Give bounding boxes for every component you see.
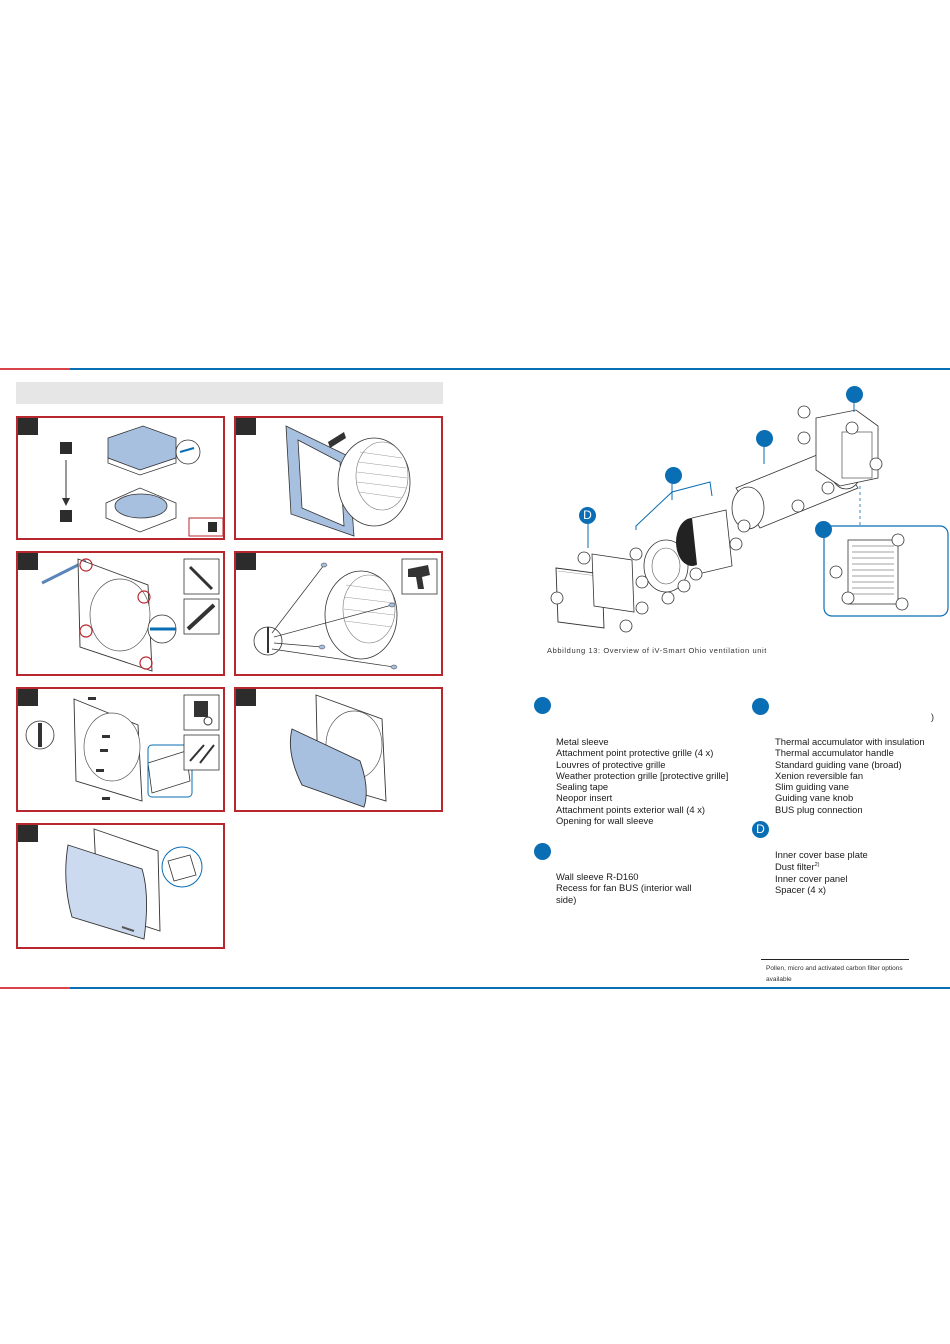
legend-marker-b — [534, 843, 551, 860]
footnote-rule — [761, 959, 909, 960]
step-3-illustration — [41, 558, 220, 672]
list-item: Thermal accumulator handle — [775, 747, 894, 759]
step-panel-3 — [16, 551, 225, 676]
callout-marker-a — [846, 386, 863, 403]
list-item: Attachment point protective grille (4 x) — [556, 747, 714, 759]
list-item: Slim guiding vane — [775, 781, 850, 793]
list-item: Inner cover panel — [775, 872, 848, 884]
step-5-illustration — [25, 694, 220, 802]
step-number-tag — [18, 553, 38, 570]
list-item: Neopor insert — [556, 792, 613, 804]
callout-marker-b — [756, 430, 773, 447]
list-item: Attachment points exterior wall (4 x) — [556, 803, 706, 815]
step-panel-1 — [16, 416, 225, 540]
step-number-tag — [18, 689, 38, 706]
legend-marker-d: D — [752, 821, 769, 838]
top-rule-red — [0, 368, 70, 370]
step-7-illustration — [65, 828, 203, 940]
list-item: Sealing tape — [556, 781, 609, 793]
step-panel-7 — [16, 823, 225, 949]
step-panel-4 — [234, 551, 443, 676]
exploded-view-diagram — [550, 403, 949, 633]
callout-marker-e — [815, 521, 832, 538]
list-item: BUS plug connection — [775, 803, 863, 815]
legend-list-d: Inner cover base plate Dust filter2) Inn… — [775, 849, 868, 895]
list-item: side) — [556, 893, 577, 905]
list-item: Metal sleeve — [556, 736, 609, 747]
list-item: Spacer (4 x) — [775, 884, 827, 896]
footnote-ref: 2) — [814, 862, 820, 869]
bottom-rule-red — [0, 987, 70, 989]
step-panel-5 — [16, 687, 225, 812]
list-item: Inner cover base plate — [775, 849, 868, 860]
list-item: Opening for wall sleeve — [556, 815, 654, 827]
step-4-illustration — [253, 558, 438, 670]
legend-list-a: Metal sleeve Attachment point protective… — [556, 736, 728, 826]
step-number-tag — [236, 553, 256, 570]
callout-marker-c — [665, 467, 682, 484]
legend-list-b: Wall sleeve R-D160 Recess for fan BUS (i… — [556, 871, 691, 905]
step-2-illustration — [285, 425, 411, 537]
list-item: Recess for fan BUS (interior wall — [556, 882, 692, 894]
step-number-tag — [18, 418, 38, 435]
step-6-illustration — [289, 694, 387, 808]
list-item-text: Dust filter — [775, 861, 815, 873]
footnote-line-1: Pollen, micro and activated carbon filte… — [766, 965, 903, 972]
list-item: Weather protection grille [protective gr… — [556, 769, 729, 781]
footnote-line-2: available — [766, 976, 792, 983]
section-heading-bar — [16, 382, 443, 404]
figure-caption: Abbildung 13: Overview of iV-Smart Ohio … — [547, 646, 767, 655]
stray-bracket-mark: ) — [931, 712, 934, 722]
step-panel-6 — [234, 687, 443, 812]
list-item-dust-filter: Dust filter2) — [775, 860, 868, 872]
legend-marker-a — [534, 697, 551, 714]
list-item: Thermal accumulator with insulation — [775, 736, 925, 747]
step-number-tag — [18, 825, 38, 842]
list-item: Guiding vane knob — [775, 792, 854, 804]
list-item: Wall sleeve R-D160 — [556, 871, 639, 882]
step-panel-2 — [234, 416, 443, 540]
callout-marker-d: D — [579, 507, 596, 524]
bottom-rule-blue — [70, 987, 950, 989]
list-item: Louvres of protective grille — [556, 758, 666, 770]
legend-marker-c — [752, 698, 769, 715]
step-number-tag — [236, 689, 256, 706]
list-item: Xenion reversible fan — [775, 769, 864, 781]
top-rule-blue — [70, 368, 950, 370]
list-item: Standard guiding vane (broad) — [775, 758, 902, 770]
legend-list-c: Thermal accumulator with insulation Ther… — [775, 736, 925, 815]
step-number-tag — [236, 418, 256, 435]
step-1-illustration — [60, 425, 223, 537]
